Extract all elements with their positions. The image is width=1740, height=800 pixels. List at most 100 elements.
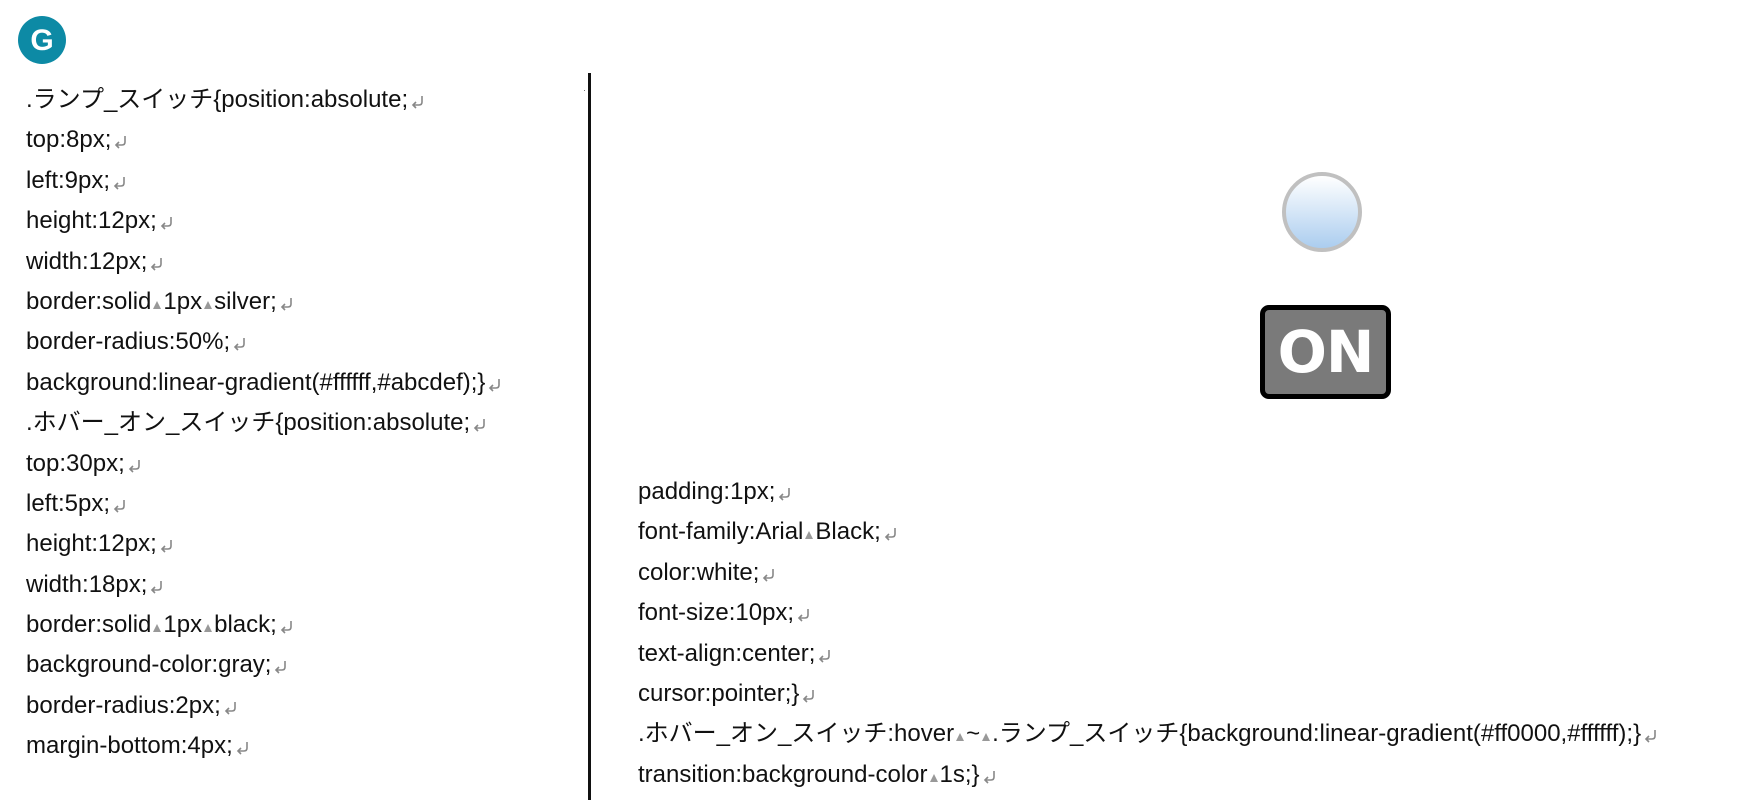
code-text: 1s;} bbox=[939, 760, 980, 788]
code-line[interactable]: .ホバー_オン_スイッチ{position:absolute; bbox=[26, 403, 503, 443]
svg-text:G: G bbox=[30, 24, 53, 57]
code-line[interactable]: width:12px; bbox=[26, 242, 503, 282]
code-text: background:linear-gradient(#ffffff,#abcd… bbox=[26, 368, 486, 396]
return-mark-icon bbox=[113, 499, 125, 513]
return-mark-icon bbox=[113, 176, 125, 190]
code-text: border:solid bbox=[26, 287, 152, 315]
return-mark-icon bbox=[763, 568, 775, 582]
code-line[interactable]: text-align:center; bbox=[638, 634, 1740, 674]
code-line[interactable]: border-radius:50%; bbox=[26, 322, 503, 362]
return-mark-icon bbox=[803, 689, 815, 703]
code-text: 1px bbox=[163, 611, 203, 639]
code-line[interactable]: margin-bottom:4px; bbox=[26, 726, 503, 766]
return-mark-icon bbox=[474, 419, 485, 432]
return-mark-icon bbox=[779, 488, 791, 501]
code-text: .ランプ_スイッチ{background:linear-gradient(#ff… bbox=[992, 720, 1642, 748]
return-mark-icon bbox=[160, 217, 172, 230]
code-text: border-radius:50%; bbox=[26, 328, 231, 356]
return-mark-icon bbox=[275, 661, 287, 675]
code-editor-right[interactable]: padding:1px; font-family:Arial Black; color… bbox=[638, 472, 1740, 795]
code-line[interactable]: color:white; bbox=[638, 553, 1740, 593]
code-text: silver; bbox=[214, 287, 277, 315]
lamp-switch-preview bbox=[1282, 172, 1362, 252]
code-text: color:white; bbox=[638, 558, 760, 586]
code-text: margin-bottom:4px; bbox=[26, 732, 233, 760]
code-line[interactable]: background:linear-gradient(#ffffff,#abcd… bbox=[26, 363, 503, 403]
code-line[interactable]: background-color:gray; bbox=[26, 645, 503, 685]
space-mark-icon bbox=[805, 531, 814, 540]
code-text: ~ bbox=[966, 720, 981, 748]
code-line[interactable]: top:30px; bbox=[26, 444, 503, 484]
return-mark-icon bbox=[151, 580, 163, 594]
code-text: top:8px; bbox=[26, 126, 112, 154]
code-line[interactable]: height:12px; bbox=[26, 524, 503, 564]
return-mark-icon bbox=[411, 96, 423, 109]
return-mark-icon bbox=[797, 609, 809, 622]
code-line[interactable]: font-family:Arial Black; bbox=[638, 512, 1740, 552]
return-mark-icon bbox=[983, 770, 995, 784]
code-line[interactable]: left:9px; bbox=[26, 161, 503, 201]
return-mark-icon bbox=[151, 257, 163, 271]
space-mark-icon bbox=[153, 300, 162, 309]
return-mark-icon bbox=[224, 701, 236, 715]
code-text: 1px bbox=[163, 287, 203, 315]
code-line[interactable]: border-radius:2px; bbox=[26, 686, 503, 726]
code-text: left:5px; bbox=[26, 489, 111, 517]
code-text: width:18px; bbox=[26, 570, 148, 598]
space-mark-icon bbox=[153, 624, 162, 633]
space-mark-icon bbox=[204, 624, 213, 633]
app-logo[interactable]: G bbox=[18, 16, 66, 64]
return-mark-icon bbox=[819, 649, 831, 663]
pane-divider[interactable] bbox=[588, 73, 591, 800]
stray-dot bbox=[584, 90, 585, 91]
code-text: transition:background-color bbox=[638, 760, 928, 788]
code-line[interactable]: font-size:10px; bbox=[638, 593, 1740, 633]
return-mark-icon bbox=[233, 338, 245, 351]
code-line[interactable]: .ランプ_スイッチ{position:absolute; bbox=[26, 80, 503, 120]
space-mark-icon bbox=[956, 733, 965, 742]
space-mark-icon bbox=[929, 773, 938, 782]
space-mark-icon bbox=[982, 733, 991, 742]
return-mark-icon bbox=[1644, 730, 1656, 743]
space-mark-icon bbox=[204, 300, 213, 309]
code-text: border:solid bbox=[26, 611, 152, 639]
return-mark-icon bbox=[236, 742, 248, 755]
code-line[interactable]: transition:background-color 1s;} bbox=[638, 755, 1740, 795]
return-mark-icon bbox=[128, 459, 140, 473]
return-mark-icon bbox=[489, 378, 501, 392]
code-text: padding:1px; bbox=[638, 478, 776, 505]
return-mark-icon bbox=[160, 540, 172, 553]
g-logo-icon: G bbox=[30, 24, 53, 57]
code-text: border-radius:2px; bbox=[26, 691, 221, 719]
return-mark-icon bbox=[115, 136, 127, 149]
return-mark-icon bbox=[280, 297, 292, 311]
code-text: .ホバー_オン_スイッチ{position:absolute; bbox=[26, 409, 471, 437]
code-text: .ホバー_オン_スイッチ:hover bbox=[638, 720, 955, 748]
code-line[interactable]: border:solid 1px silver; bbox=[26, 282, 503, 322]
code-line[interactable]: padding:1px; bbox=[638, 472, 1740, 512]
code-text: top:30px; bbox=[26, 449, 125, 477]
code-text: left:9px; bbox=[26, 166, 111, 194]
code-line[interactable]: width:18px; bbox=[26, 565, 503, 605]
code-line[interactable]: .ホバー_オン_スイッチ:hover ~ .ランプ_スイッチ{background:… bbox=[638, 714, 1740, 754]
code-line[interactable]: border:solid 1px black; bbox=[26, 605, 503, 645]
code-text: text-align:center; bbox=[638, 639, 816, 667]
code-line[interactable]: left:5px; bbox=[26, 484, 503, 524]
code-text: width:12px; bbox=[26, 247, 148, 275]
code-text: .ランプ_スイッチ{position:absolute; bbox=[26, 86, 409, 113]
code-line[interactable]: cursor:pointer;} bbox=[638, 674, 1740, 714]
return-mark-icon bbox=[280, 621, 292, 634]
code-line[interactable]: height:12px; bbox=[26, 201, 503, 241]
code-text: font-size:10px; bbox=[638, 599, 795, 627]
return-mark-icon bbox=[884, 528, 896, 541]
code-editor-left[interactable]: .ランプ_スイッチ{position:absolute; top:8px; left… bbox=[26, 80, 503, 767]
code-text: height:12px; bbox=[26, 207, 157, 235]
code-text: cursor:pointer;} bbox=[638, 679, 800, 707]
code-text: height:12px; bbox=[26, 530, 157, 558]
code-text: black; bbox=[214, 611, 277, 639]
hover-on-switch-button[interactable]: ON bbox=[1260, 305, 1391, 399]
code-text: font-family:Arial bbox=[638, 518, 804, 546]
code-text: Black; bbox=[815, 518, 881, 546]
code-text: background-color:gray; bbox=[26, 651, 272, 679]
code-line[interactable]: top:8px; bbox=[26, 120, 503, 160]
